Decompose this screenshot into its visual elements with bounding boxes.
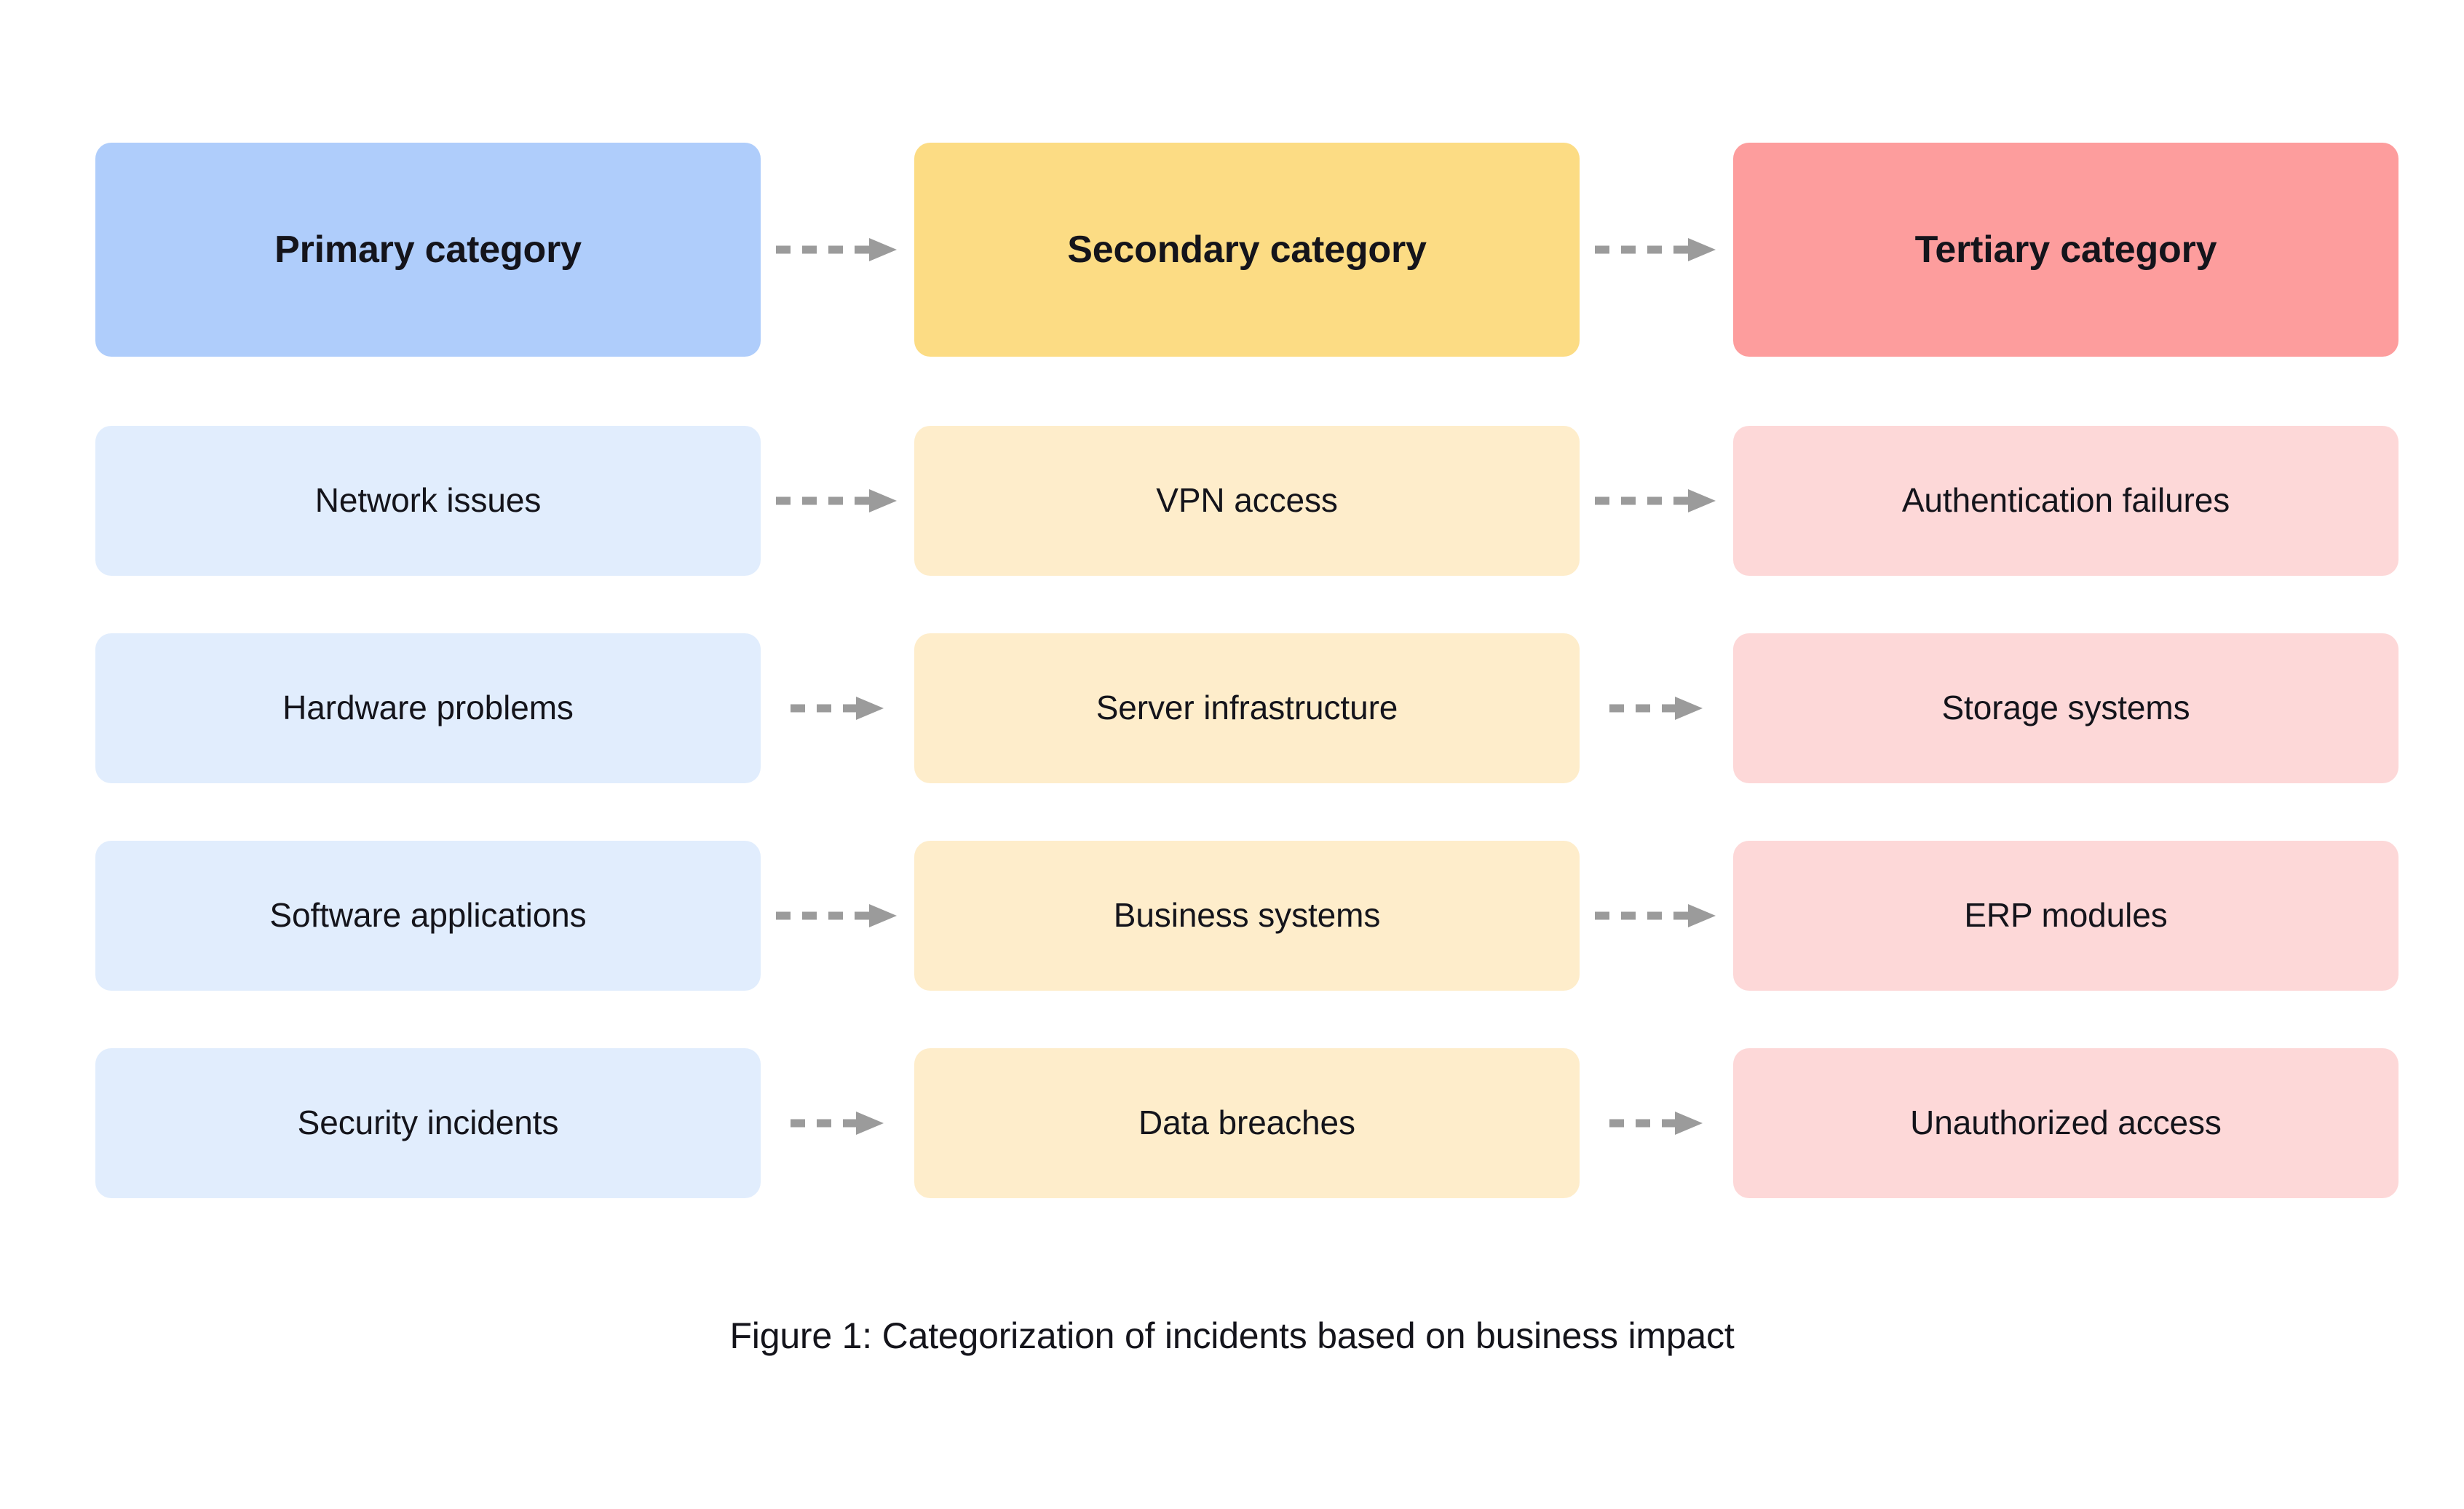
- table-row: Software applications Business systems E…: [95, 841, 2398, 991]
- cell-secondary-row-3[interactable]: Business systems: [914, 841, 1580, 991]
- cell-primary-row-1[interactable]: Network issues: [95, 426, 761, 576]
- cell-primary-row-2-label: Hardware problems: [282, 689, 574, 727]
- dashed-arrow-icon: [775, 238, 897, 261]
- header-secondary-category-label: Secondary category: [1067, 228, 1427, 271]
- cell-secondary-row-4-label: Data breaches: [1138, 1104, 1355, 1142]
- cell-primary-row-2[interactable]: Hardware problems: [95, 633, 761, 783]
- header-tertiary-category-label: Tertiary category: [1914, 228, 2217, 271]
- cell-secondary-row-4[interactable]: Data breaches: [914, 1048, 1580, 1198]
- dashed-arrow-icon: [790, 1112, 884, 1135]
- cell-primary-row-3-label: Software applications: [269, 896, 587, 935]
- row-spacer: [95, 991, 2398, 1048]
- category-flow-diagram: Primary category Secondary category Tert…: [95, 143, 2398, 1198]
- cell-tertiary-row-4[interactable]: Unauthorized access: [1733, 1048, 2398, 1198]
- dashed-arrow-icon: [1594, 489, 1716, 512]
- cell-primary-row-3[interactable]: Software applications: [95, 841, 761, 991]
- table-row: Security incidents Data breaches Unautho…: [95, 1048, 2398, 1198]
- connector-row-4-primary-to-secondary: [761, 1048, 914, 1198]
- header-primary-category[interactable]: Primary category: [95, 143, 761, 357]
- cell-tertiary-row-3-label: ERP modules: [1964, 896, 2168, 935]
- cell-tertiary-row-2[interactable]: Storage systems: [1733, 633, 2398, 783]
- connector-row-2-primary-to-secondary: [761, 633, 914, 783]
- table-row: Network issues VPN access Authentication…: [95, 426, 2398, 576]
- figure-caption: Figure 1: Categorization of incidents ba…: [729, 1315, 1735, 1356]
- dashed-arrow-icon: [775, 489, 897, 512]
- table-row: Hardware problems Server infrastructure …: [95, 633, 2398, 783]
- connector-row-2-secondary-to-tertiary: [1580, 633, 1733, 783]
- dashed-arrow-icon: [1594, 238, 1716, 261]
- dashed-arrow-icon: [775, 904, 897, 927]
- header-tertiary-category[interactable]: Tertiary category: [1733, 143, 2398, 357]
- dashed-arrow-icon: [1594, 904, 1716, 927]
- row-spacer: [95, 576, 2398, 633]
- connector-row-3-secondary-to-tertiary: [1580, 841, 1733, 991]
- dashed-arrow-icon: [1609, 1112, 1703, 1135]
- cell-tertiary-row-3[interactable]: ERP modules: [1733, 841, 2398, 991]
- cell-secondary-row-1[interactable]: VPN access: [914, 426, 1580, 576]
- connector-row-3-primary-to-secondary: [761, 841, 914, 991]
- cell-primary-row-4-label: Security incidents: [297, 1104, 559, 1142]
- cell-tertiary-row-1-label: Authentication failures: [1901, 481, 2230, 520]
- header-primary-category-label: Primary category: [274, 228, 582, 271]
- cell-primary-row-1-label: Network issues: [314, 481, 542, 520]
- row-spacer: [95, 783, 2398, 841]
- connector-row-4-secondary-to-tertiary: [1580, 1048, 1733, 1198]
- cell-secondary-row-1-label: VPN access: [1156, 481, 1338, 520]
- cell-tertiary-row-4-label: Unauthorized access: [1910, 1104, 2222, 1142]
- dashed-arrow-icon: [1609, 697, 1703, 720]
- cell-primary-row-4[interactable]: Security incidents: [95, 1048, 761, 1198]
- cell-tertiary-row-2-label: Storage systems: [1941, 689, 2190, 727]
- connector-row-1-primary-to-secondary: [761, 426, 914, 576]
- cell-secondary-row-2[interactable]: Server infrastructure: [914, 633, 1580, 783]
- header-secondary-category[interactable]: Secondary category: [914, 143, 1580, 357]
- cell-secondary-row-2-label: Server infrastructure: [1096, 689, 1398, 727]
- cell-secondary-row-3-label: Business systems: [1113, 896, 1381, 935]
- row-spacer: [95, 357, 2398, 426]
- header-row: Primary category Secondary category Tert…: [95, 143, 2398, 357]
- connector-row-1-secondary-to-tertiary: [1580, 426, 1733, 576]
- cell-tertiary-row-1[interactable]: Authentication failures: [1733, 426, 2398, 576]
- connector-header-primary-to-secondary: [761, 143, 914, 357]
- connector-header-secondary-to-tertiary: [1580, 143, 1733, 357]
- dashed-arrow-icon: [790, 697, 884, 720]
